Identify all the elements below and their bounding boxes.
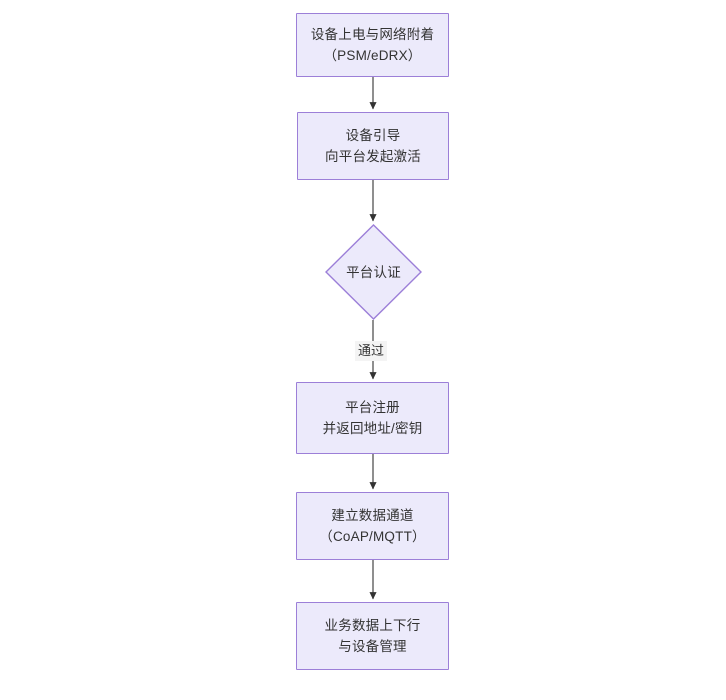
node-label-platform-auth: 平台认证 — [346, 264, 401, 280]
node-device-bootstrap[interactable]: 设备引导 向平台发起激活 — [297, 112, 449, 180]
node-label-platform-register: 平台注册 并返回地址/密钥 — [322, 400, 423, 436]
edge-label-pass: 通过 — [355, 341, 388, 361]
node-business-data[interactable]: 业务数据上下行 与设备管理 — [296, 602, 449, 670]
node-platform-register[interactable]: 平台注册 并返回地址/密钥 — [296, 382, 449, 454]
node-label-device-bootstrap: 设备引导 向平台发起激活 — [325, 128, 421, 164]
edge-label-pass-text: 通过 — [358, 343, 385, 358]
node-data-channel[interactable]: 建立数据通道 （CoAP/MQTT） — [296, 492, 449, 560]
node-label-business-data: 业务数据上下行 与设备管理 — [324, 618, 421, 654]
node-device-power-on[interactable]: 设备上电与网络附着 （PSM/eDRX） — [296, 13, 449, 77]
node-label-device-power-on: 设备上电与网络附着 （PSM/eDRX） — [310, 27, 435, 63]
diamond-shape — [325, 224, 422, 320]
node-platform-auth[interactable]: 平台认证 — [325, 224, 422, 320]
node-label-data-channel: 建立数据通道 （CoAP/MQTT） — [319, 508, 426, 544]
